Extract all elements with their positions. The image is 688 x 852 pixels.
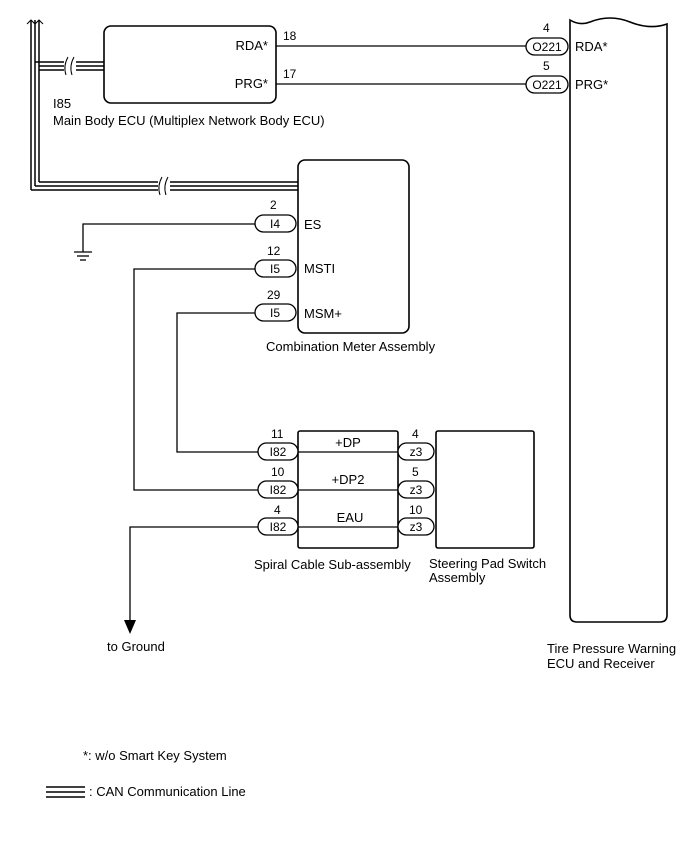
spiral-in-connector-oval [257, 517, 299, 536]
spiral-in-pin-11: 11 [271, 427, 284, 441]
steering-pad-name-line1: Steering Pad Switch [429, 556, 546, 571]
meter-pin-29: 29 [267, 288, 281, 302]
steering-pad-box [435, 430, 535, 549]
main-body-ecu-box [103, 25, 277, 104]
tpms-connector-oval [525, 37, 569, 56]
main-body-ecu-pin-18: 18 [283, 29, 297, 43]
tpms-pin-4: 4 [543, 21, 550, 35]
spiral-signal-dp2: +DP2 [332, 472, 365, 487]
meter-signal-msti: MSTI [304, 261, 335, 276]
tpms-connector-label: O221 [532, 78, 562, 92]
legend-can-line: : CAN Communication Line [89, 784, 246, 799]
legend-note: *: w/o Smart Key System [83, 748, 227, 763]
meter-signal-msm: MSM+ [304, 306, 342, 321]
spiral-out-connector-label: z3 [410, 520, 423, 534]
spiral-signal-dp: +DP [335, 435, 361, 450]
wire-msm [176, 312, 258, 453]
spiral-out-connector-oval [397, 442, 435, 461]
spiral-out-pin-10: 10 [409, 503, 423, 517]
tpms-signal-prg: PRG* [575, 77, 608, 92]
meter-connector-label: I4 [270, 217, 280, 231]
tpms-ecu-name-line1: Tire Pressure Warning [547, 641, 676, 656]
combination-meter-name: Combination Meter Assembly [266, 339, 436, 354]
legend: *: w/o Smart Key System : CAN Communicat… [46, 748, 246, 799]
combination-meter: 2 I4 ES 12 I5 MSTI 29 I5 MSM+ Combinatio… [254, 159, 436, 354]
combination-meter-box [297, 159, 410, 334]
spiral-signal-eau: EAU [337, 510, 364, 525]
main-body-ecu-signal-rda: RDA* [235, 38, 268, 53]
spiral-in-pin-10: 10 [271, 465, 285, 479]
meter-connector-label: I5 [270, 306, 280, 320]
can-bus [26, 19, 298, 196]
main-body-ecu: RDA* PRG* 18 17 I85 Main Body ECU (Multi… [53, 25, 325, 128]
arrow-down-icon [124, 620, 136, 634]
meter-pin-2: 2 [270, 198, 277, 212]
tpms-ecu-box [569, 17, 668, 623]
tpms-connector-label: O221 [532, 40, 562, 54]
spiral-cable-name: Spiral Cable Sub-assembly [254, 557, 411, 572]
tpms-ecu: O221 O221 4 5 RDA* PRG* Tire Pressure Wa… [525, 17, 676, 671]
spiral-in-pin-4: 4 [274, 503, 281, 517]
spiral-in-connector-label: I82 [270, 520, 287, 534]
spiral-out-pin-4: 4 [412, 427, 419, 441]
tpms-ecu-name-line2: ECU and Receiver [547, 656, 655, 671]
steering-pad-switch: Steering Pad Switch Assembly [429, 430, 546, 585]
spiral-out-pin-5: 5 [412, 465, 419, 479]
spiral-out-connector-label: z3 [410, 445, 423, 459]
spiral-in-connector-label: I82 [270, 483, 287, 497]
meter-signal-es: ES [304, 217, 322, 232]
spiral-out-connector-oval [397, 480, 435, 499]
tpms-pin-5: 5 [543, 59, 550, 73]
spiral-in-connector-oval [257, 480, 299, 499]
spiral-out-connector-oval [397, 517, 435, 536]
main-body-ecu-connector: I85 [53, 96, 71, 111]
spiral-in-connector-oval [257, 442, 299, 461]
wire-eau-ground [129, 526, 258, 625]
spiral-out-connector-label: z3 [410, 483, 423, 497]
ground-es [74, 223, 255, 261]
tpms-signal-rda: RDA* [575, 39, 608, 54]
main-body-ecu-name: Main Body ECU (Multiplex Network Body EC… [53, 113, 325, 128]
meter-connector-label: I5 [270, 262, 280, 276]
main-body-ecu-pin-17: 17 [283, 67, 297, 81]
spiral-cable: +DP +DP2 EAU 11 I82 10 I82 4 I82 4 z3 5 … [254, 427, 435, 572]
tpms-connector-oval [525, 75, 569, 94]
main-body-ecu-signal-prg: PRG* [235, 76, 268, 91]
wire-msti [133, 268, 258, 491]
spiral-in-connector-label: I82 [270, 445, 287, 459]
to-ground-label: to Ground [107, 639, 165, 654]
meter-pin-12: 12 [267, 244, 281, 258]
steering-pad-name-line2: Assembly [429, 570, 486, 585]
